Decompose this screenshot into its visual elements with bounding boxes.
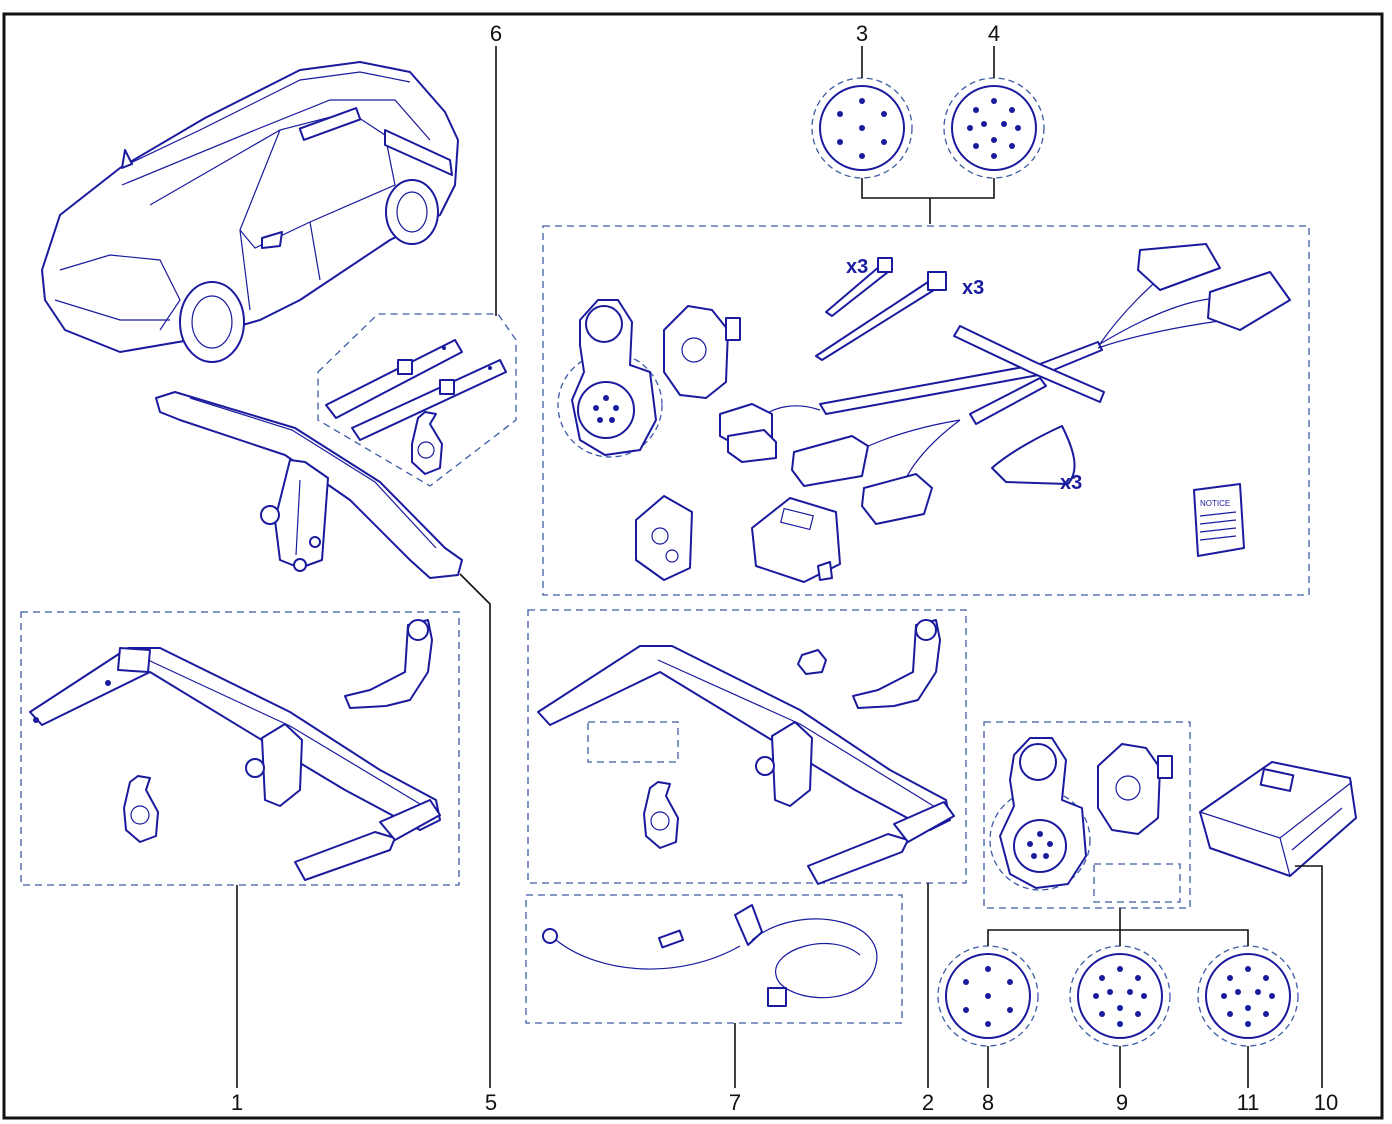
notice-label: NOTICE	[1200, 499, 1230, 508]
outer-frame	[2, 12, 1384, 1120]
bracket-kit-6	[317, 313, 517, 487]
callout-8: 8	[982, 1090, 994, 1115]
pad-quantity: x3	[1060, 472, 1082, 494]
pin-layout-4	[943, 77, 1045, 179]
callout-5: 5	[485, 1090, 497, 1115]
callout-6: 6	[490, 21, 502, 46]
callout-9: 9	[1116, 1090, 1128, 1115]
kit-box-7	[525, 894, 903, 1024]
towbar-kit-2	[537, 619, 955, 885]
tie-short-quantity: x3	[846, 256, 868, 278]
wiring-kit-box	[542, 225, 1310, 596]
wiring-kit: x3 x3 x3 NOTICE	[557, 243, 1291, 583]
callout-3: 3	[856, 21, 868, 46]
kit-box-1	[20, 611, 460, 886]
callout-4: 4	[988, 21, 1000, 46]
towbar-kit-1	[29, 619, 441, 881]
car-illustration	[41, 61, 459, 363]
kit-box-2	[527, 609, 967, 884]
callout-numbers: 1 2 3 4 5 6 7 8 9 10 11	[231, 21, 1338, 1115]
towbar-crossbar-5	[155, 391, 463, 579]
callout-10: 10	[1314, 1090, 1338, 1115]
cable-7	[542, 904, 878, 1007]
socket-kit-9	[989, 737, 1181, 903]
electronic-module-10	[1199, 761, 1357, 877]
callout-7: 7	[729, 1090, 741, 1115]
pin-layout-11	[1197, 945, 1299, 1047]
pin-layout-9	[1069, 945, 1171, 1047]
tie-long-quantity: x3	[962, 277, 984, 299]
kit-box-9	[983, 721, 1191, 909]
callout-2: 2	[922, 1090, 934, 1115]
pin-layout-8	[937, 945, 1039, 1047]
callout-1: 1	[231, 1090, 243, 1115]
pin-layout-3	[811, 77, 913, 179]
leader-lines	[236, 46, 1323, 1088]
callout-11: 11	[1237, 1090, 1260, 1115]
